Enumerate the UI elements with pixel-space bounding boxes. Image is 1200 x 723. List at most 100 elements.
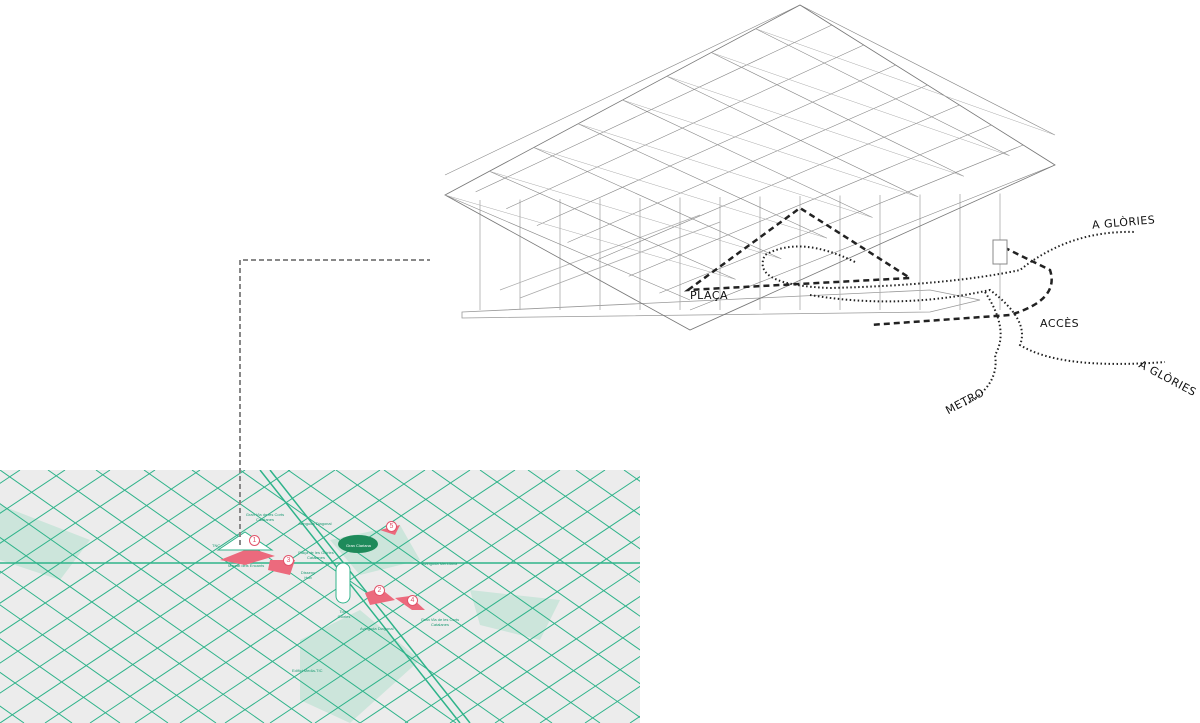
- roof-outline: [444, 4, 1056, 331]
- street-line: [945, 470, 1200, 723]
- street-line: [539, 655, 640, 723]
- ramp-line: [519, 221, 721, 299]
- street-line: [431, 470, 640, 617]
- map-label-gran-via: Gran Via de les Corts Catalanes: [245, 512, 285, 522]
- street-line: [479, 470, 640, 584]
- street-line: [47, 470, 409, 723]
- street-line: [1035, 470, 1200, 723]
- roof-rib: [666, 75, 919, 198]
- street-line: [239, 470, 601, 723]
- map-label-disseny: Disseny Hub: [300, 570, 316, 580]
- roof-rib: [659, 144, 1024, 294]
- street-line: [720, 470, 1080, 723]
- roof-rib: [799, 4, 1056, 136]
- street-line: [44, 470, 426, 723]
- street-line: [1125, 470, 1200, 723]
- park-area: [300, 610, 420, 723]
- street-line: [0, 470, 66, 514]
- street-line: [143, 470, 505, 723]
- street-line: [912, 470, 1200, 723]
- glories-right-dotted-path: [809, 288, 1166, 365]
- street-line: [623, 470, 640, 482]
- marker-1: 1: [249, 535, 260, 546]
- map-label-torre: Torre Glòries: [337, 609, 351, 619]
- map-label-clariana: Gran Clariana: [346, 543, 371, 548]
- market-highlight: [220, 548, 275, 565]
- roof-rib: [689, 164, 1056, 311]
- roof-rib: [622, 99, 873, 218]
- street-line: [1080, 470, 1200, 723]
- street-line: [900, 470, 1200, 723]
- street-line: [0, 536, 265, 723]
- street-line: [990, 470, 1200, 723]
- marker-4: 4: [407, 595, 418, 606]
- street-line: [0, 470, 156, 574]
- street-line: [855, 470, 1200, 723]
- street-line: [768, 470, 1128, 723]
- street-line: [0, 503, 313, 723]
- street-line: [0, 470, 291, 664]
- map-label-tnc: TNC: [212, 543, 221, 548]
- roof-diagonal: [489, 171, 782, 259]
- roof-rib: [489, 170, 736, 280]
- park-area: [0, 505, 90, 580]
- map-label-diagonal: Avinguda Diagonal: [298, 521, 332, 526]
- connector-leader-line: [239, 259, 430, 545]
- street-line: [0, 470, 361, 723]
- street-line: [383, 470, 640, 651]
- map-label-gran-via-bottom: Gran Via de les Corts Catalanes: [420, 617, 460, 627]
- roof-diagonal: [622, 99, 919, 198]
- street-line: [0, 470, 336, 694]
- street-line: [269, 476, 640, 723]
- label-plaza: PLAÇA: [690, 289, 729, 302]
- street-line: [575, 470, 640, 516]
- street-line: [527, 470, 640, 550]
- street-line: [0, 470, 381, 723]
- street-line: [672, 470, 1032, 723]
- street-line: [1056, 470, 1200, 723]
- label-access: ACCÈS: [1040, 317, 1080, 330]
- street-line: [494, 625, 640, 723]
- marker-5: 5: [386, 521, 397, 532]
- park-area: [470, 590, 560, 640]
- street-line: [1152, 470, 1200, 723]
- torre-glories-icon: [335, 562, 351, 604]
- street-line: [864, 470, 1200, 723]
- roof-rib: [536, 64, 896, 226]
- street-line: [675, 470, 1055, 723]
- roof-diagonal: [578, 123, 873, 218]
- roof-diagonal: [666, 76, 964, 177]
- roof-rib: [598, 104, 960, 260]
- roof-diagonal: [711, 52, 1010, 156]
- map-label-diagonal-bottom: Avinguda Diagonal: [360, 626, 394, 631]
- street-line: [720, 470, 1100, 723]
- street-line: [1104, 470, 1200, 723]
- gran-clariana-park: [338, 535, 378, 553]
- roof-rib: [475, 24, 833, 193]
- roof-rib: [755, 28, 1010, 156]
- street-line: [134, 470, 516, 723]
- street-line: [0, 470, 111, 544]
- map-label-mercat: Mercat dels Encants: [228, 563, 265, 568]
- roof-rib: [444, 4, 801, 176]
- street-line: [0, 470, 201, 604]
- roof-rib: [506, 44, 864, 210]
- street-line: [359, 535, 640, 723]
- roof-rib: [577, 123, 828, 239]
- street-line: [89, 470, 471, 723]
- street-line: [287, 470, 640, 718]
- street-line: [0, 638, 121, 723]
- plaza-dashed-outline: [683, 206, 914, 292]
- street-line: [1008, 470, 1200, 723]
- street-line: [765, 470, 1145, 723]
- roof-diagonal: [444, 194, 736, 280]
- street-line: [816, 470, 1176, 723]
- roof-rib: [444, 194, 691, 301]
- site-map: [0, 470, 1200, 723]
- street-line: [960, 470, 1200, 723]
- roof-rib: [567, 84, 928, 243]
- ramp-line: [499, 214, 701, 291]
- street-line: [0, 470, 246, 634]
- market-building-axonometric: [444, 4, 1166, 406]
